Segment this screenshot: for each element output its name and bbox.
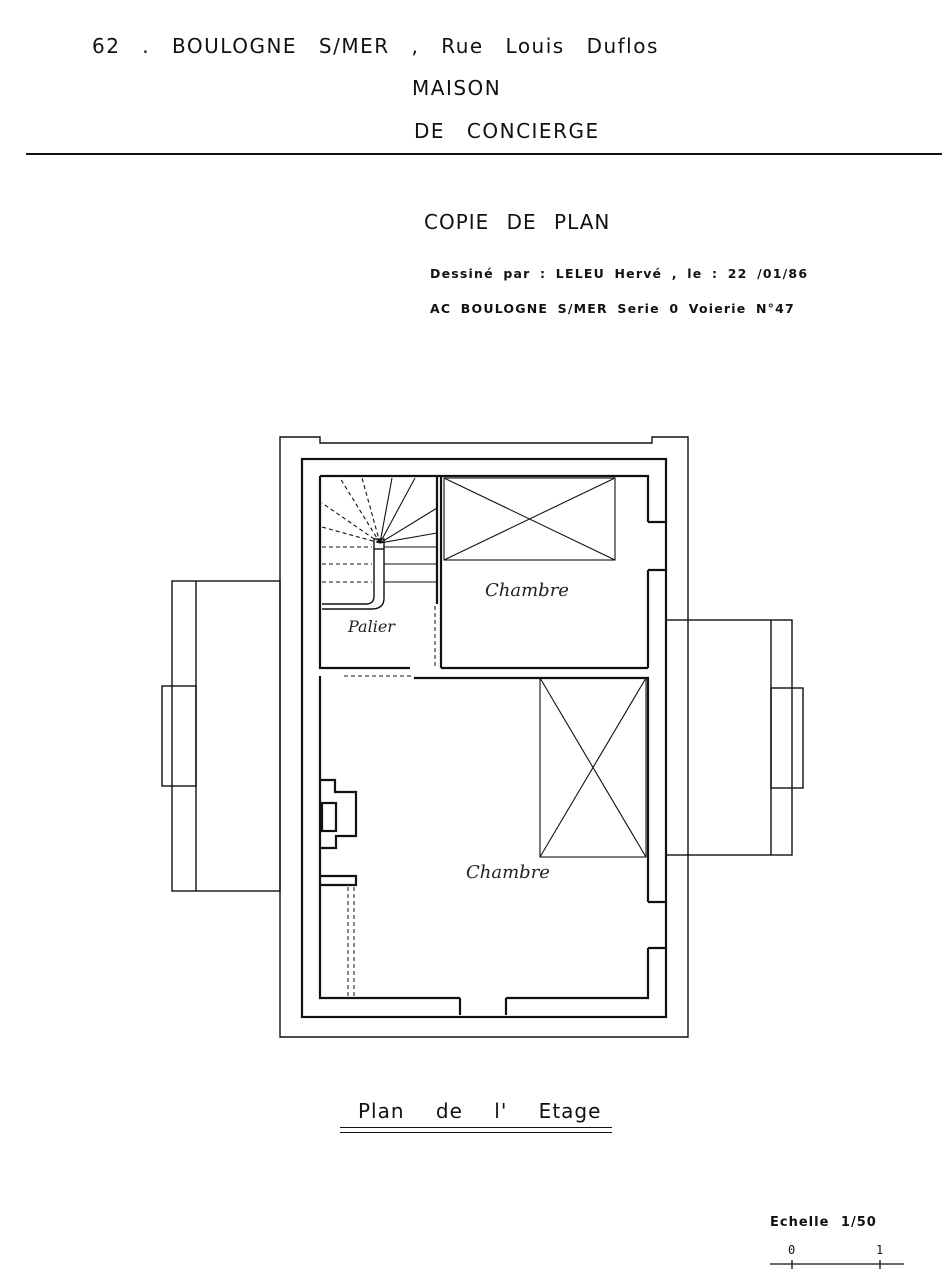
- room-label-chambre-main: Chambre: [466, 862, 550, 883]
- wall-lines: [300, 457, 668, 1019]
- building-name-line1: MAISON: [412, 76, 502, 100]
- address-title: 62 . BOULOGNE S/MER , Rue Louis Duflos: [92, 34, 659, 58]
- door-openings: [344, 606, 442, 996]
- bed-symbols: [443, 477, 647, 858]
- caption-underline-2: [340, 1132, 612, 1133]
- caption-underline-1: [340, 1127, 612, 1128]
- exterior-outline: [161, 436, 804, 1038]
- scale-label: Echelle 1/50: [770, 1215, 877, 1230]
- scale-tick-start: 0: [788, 1243, 796, 1257]
- room-label-chambre-top: Chambre: [485, 580, 569, 601]
- plan-caption: Plan de l' Etage: [358, 1099, 602, 1123]
- document-title: COPIE DE PLAN: [424, 210, 611, 234]
- room-label-palier: Palier: [347, 617, 396, 636]
- scale-bar: [770, 1260, 904, 1269]
- drawn-by-line: Dessiné par : LELEU Hervé , le : 22 /01/…: [430, 266, 809, 281]
- header-divider: [26, 153, 942, 155]
- scale-tick-end: 1: [876, 1243, 884, 1257]
- archive-reference: AC BOULOGNE S/MER Serie 0 Voierie N°47: [430, 301, 795, 316]
- building-name-line2: DE CONCIERGE: [414, 119, 600, 143]
- staircase: [321, 477, 438, 610]
